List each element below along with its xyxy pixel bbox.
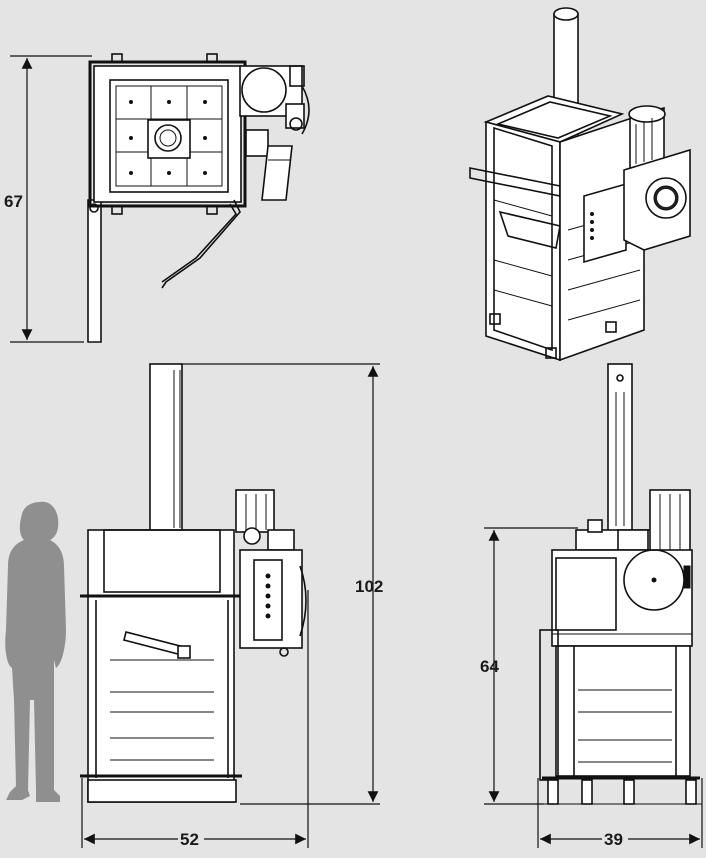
human-silhouette: [5, 501, 66, 802]
front-width-dimension: 52: [81, 590, 309, 849]
depth-label: 67: [4, 192, 23, 211]
side-height-label: 64: [480, 657, 499, 676]
side-width-label: 39: [604, 830, 623, 849]
top-view: [87, 53, 310, 343]
front-view: [80, 363, 307, 803]
side-view: [539, 363, 702, 805]
front-width-label: 52: [180, 830, 199, 849]
height-dimension: 102: [182, 363, 383, 805]
depth-dimension: 67: [4, 55, 92, 343]
height-label: 102: [355, 577, 383, 596]
side-width-dimension: 39: [537, 778, 703, 849]
isometric-view: [469, 7, 691, 362]
side-height-dimension: 64: [480, 527, 578, 805]
